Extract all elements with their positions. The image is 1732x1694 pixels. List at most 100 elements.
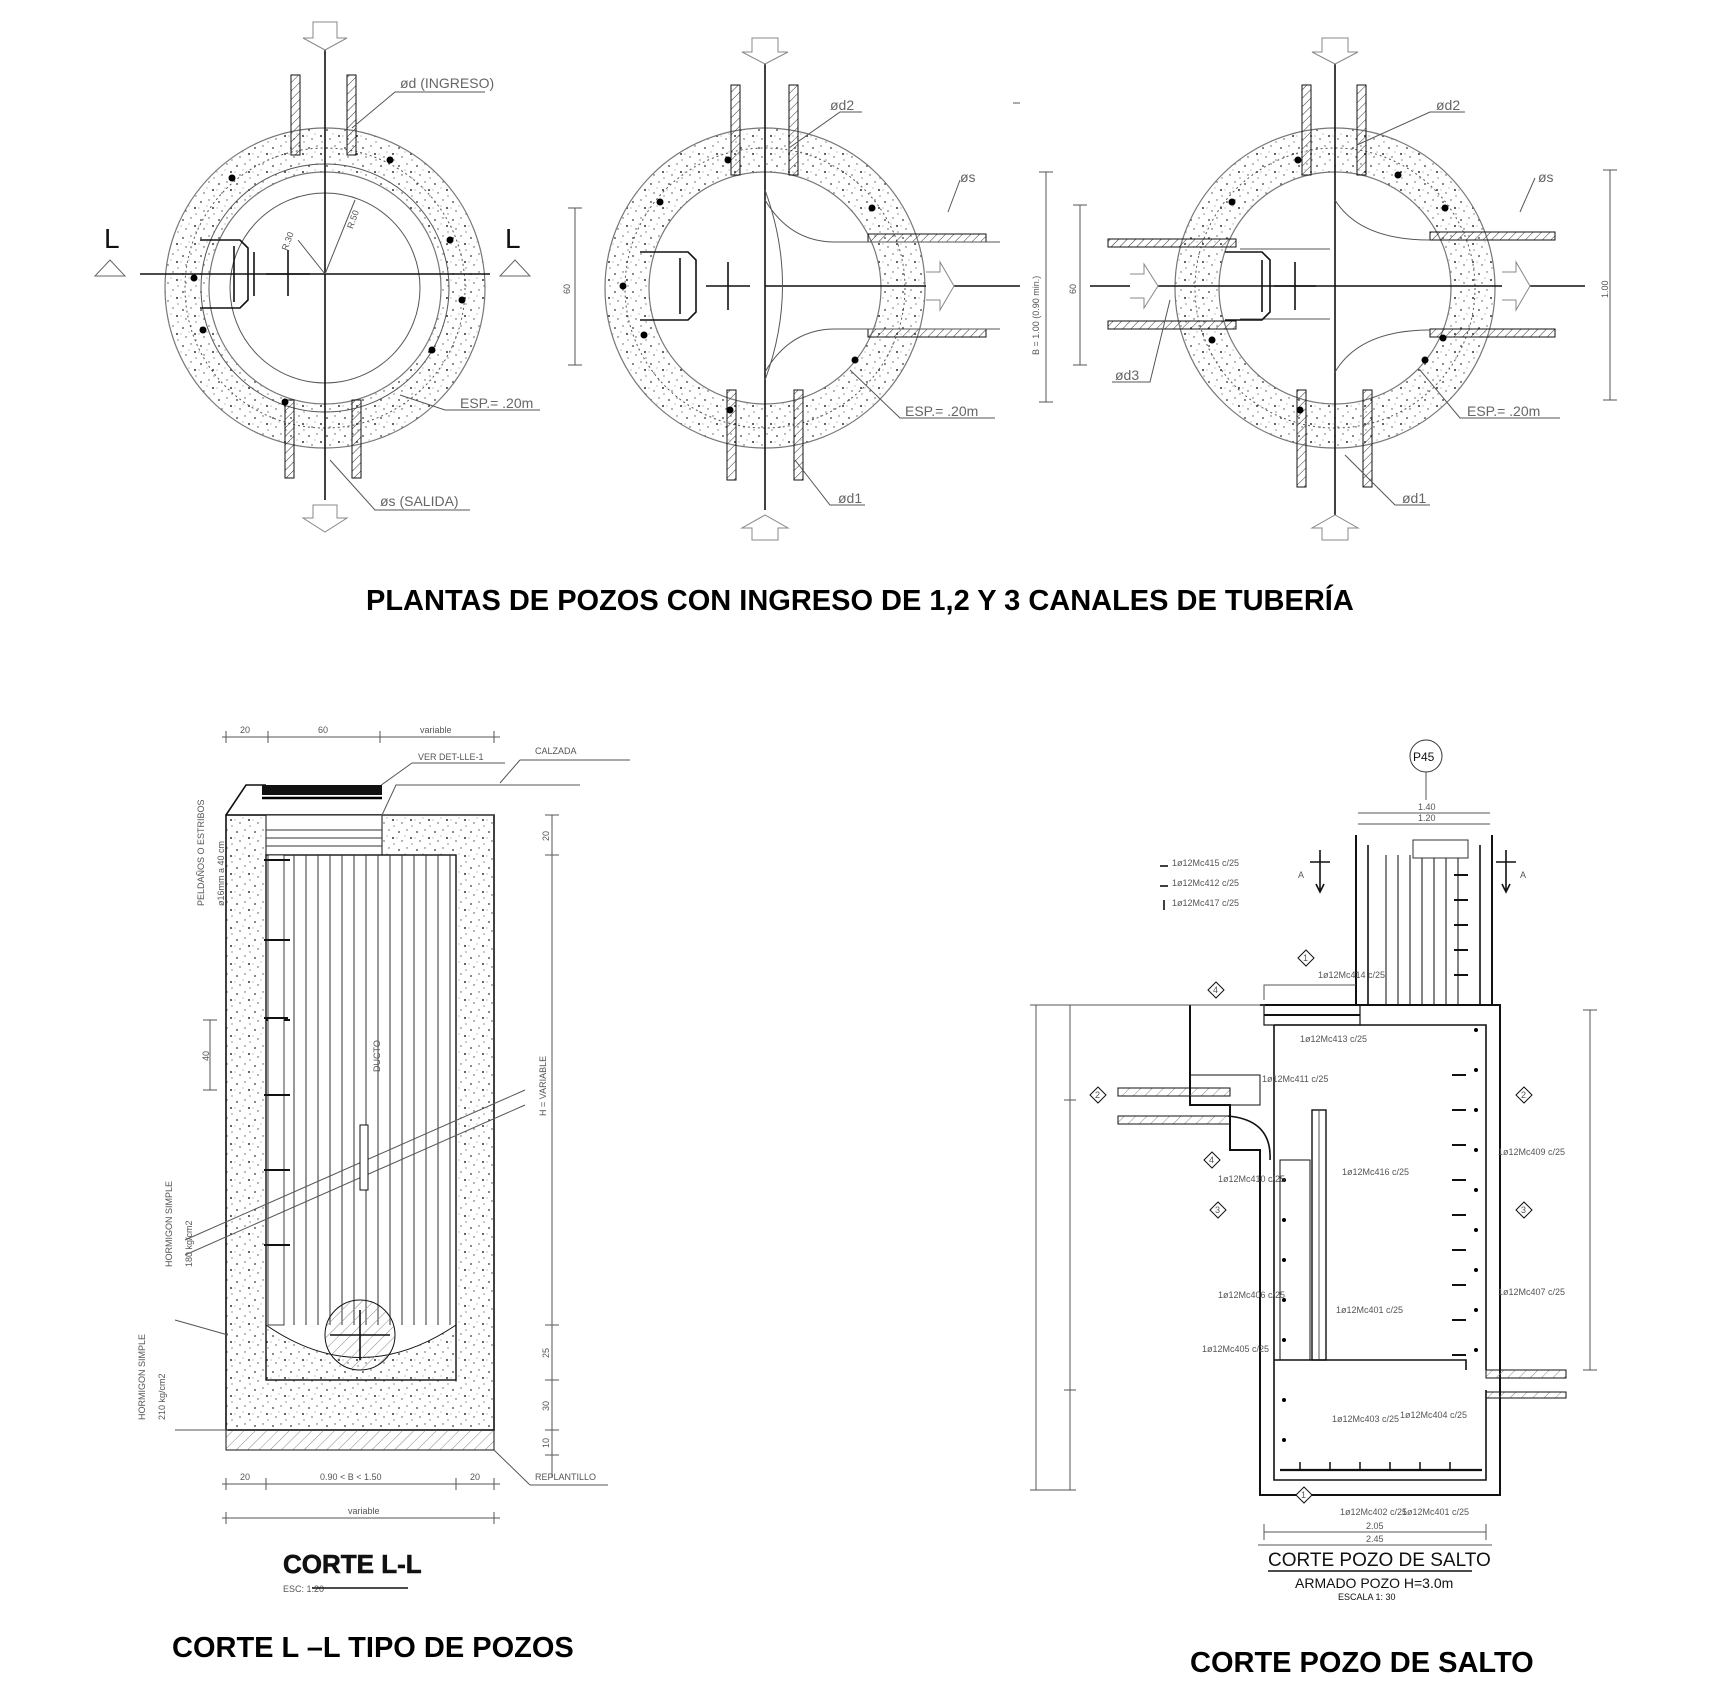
dim-bottom-3: 20 [470, 1472, 480, 1482]
caption-corte-pozo-salto: CORTE POZO DE SALTO [1190, 1647, 1534, 1679]
dim-top-salto-1: 1.40 [1418, 802, 1436, 812]
bar-407: 1ø12Mc407 c/25 [1498, 1287, 1565, 1297]
replantillo-layer [225, 1429, 495, 1451]
outlet-s-label-2: øs [960, 169, 976, 185]
tag-p45: P45 [1413, 750, 1435, 764]
dim-bottom-salto-2: 2.45 [1366, 1534, 1384, 1544]
callouts: 1 4 2 4 3 2 3 1 [1089, 949, 1533, 1504]
dim-right-2: 25 [541, 1348, 551, 1358]
callout-4-mid: 4 [1209, 1155, 1214, 1165]
callout-4-top: 4 [1213, 985, 1218, 995]
section-mark-right-label: L [505, 223, 521, 254]
inlet-d2-label-3: ød2 [1436, 97, 1460, 113]
outlet-label-1: øs (SALIDA) [380, 493, 459, 509]
dim-top-1: 20 [240, 725, 250, 735]
bar-406: 1ø12Mc406 c/25 [1218, 1290, 1285, 1300]
salto-title: CORTE POZO DE SALTO [1268, 1550, 1491, 1571]
dim-right-4: 10 [541, 1438, 551, 1448]
salto-scale: ESCALA 1: 30 [1338, 1592, 1396, 1602]
callout-1-bottom: 1 [1301, 1490, 1306, 1500]
peldanos-spec: ø16mm a 40 cm [216, 841, 226, 906]
legend-2: 1ø12Mc412 c/25 [1172, 878, 1239, 888]
inlet-pipe-wall-left [290, 74, 301, 156]
outlet-pipe-2-bottom [867, 328, 987, 338]
inlet-label-1: ød (INGRESO) [400, 75, 494, 91]
corte-salto-section: P45 1.40 1.20 A A 1ø12Mc415 c/25 1ø12Mc4… [1030, 739, 1597, 1602]
section-marker-left [93, 259, 127, 277]
thickness-label-1: ESP.= .20m [460, 395, 533, 411]
plan-view-2: 60 B = 1.00 (0.90 min.) ød2 øs ESP.= .20… [562, 37, 1053, 541]
bar-401a: 1ø12Mc401 c/25 [1336, 1305, 1403, 1315]
dim-bottom-2: 0.90 < B < 1.50 [320, 1472, 382, 1482]
callout-3-right: 3 [1521, 1205, 1526, 1215]
ducto-label: DUCTO [372, 1040, 382, 1072]
bar-410: 1ø12Mc410 c/25 [1218, 1174, 1285, 1184]
section-a-right: A [1520, 870, 1526, 880]
salto-subtitle: ARMADO POZO H=3.0m [1295, 1575, 1453, 1591]
ver-detalle-label: VER DET-LLE-1 [418, 752, 484, 762]
thickness-label-3: ESP.= .20m [1467, 403, 1540, 419]
dim-inner-3: 60 [1068, 284, 1078, 294]
corte-ll-title: CORTE L-L [283, 1549, 422, 1579]
flow-arrow-in-1 [302, 21, 348, 51]
thickness-label-2: ESP.= .20m [905, 403, 978, 419]
outlet-pipe-2-top [867, 233, 987, 243]
corte-ll-scale: ESC: 1:20 [283, 1584, 324, 1594]
legend-3: 1ø12Mc417 c/25 [1172, 898, 1239, 908]
outlet-s-label-3: øs [1538, 169, 1554, 185]
dim-right-3: 30 [541, 1401, 551, 1411]
callout-3-left: 3 [1215, 1205, 1220, 1215]
bar-413: 1ø12Mc413 c/25 [1300, 1034, 1367, 1044]
caption-plantas: PLANTAS DE POZOS CON INGRESO DE 1,2 Y 3 … [366, 585, 1354, 617]
bar-403: 1ø12Mc403 c/25 [1332, 1414, 1399, 1424]
hormigon-1-label: HORMIGON SIMPLE [164, 1181, 174, 1267]
hormigon-2-spec: 210 kg/cm2 [157, 1373, 167, 1420]
dim-bottom-salto-1: 2.05 [1366, 1521, 1384, 1531]
h-variable: H = VARIABLE [538, 1056, 548, 1116]
rebar-dots-1 [190, 156, 466, 406]
outlet-pipe-wall-left [284, 399, 295, 479]
bar-401b: 1ø12Mc401 c/25 [1402, 1507, 1469, 1517]
section-mark-left-label: L [104, 223, 120, 254]
caption-corte-ll-tipo: CORTE L –L TIPO DE POZOS [172, 1632, 574, 1664]
inlet-d1-label-2: ød1 [838, 490, 862, 506]
dim-bottom-1: 20 [240, 1472, 250, 1482]
dim-inner-2: 60 [562, 284, 572, 294]
bar-405: 1ø12Mc405 c/25 [1202, 1344, 1269, 1354]
dim-outer-3: 1.00 [1600, 280, 1610, 298]
section-marker-right [498, 259, 532, 277]
flow-arrow-out-1 [301, 504, 349, 533]
bar-409: 1ø12Mc409 c/25 [1498, 1147, 1565, 1157]
manhole-cover [262, 785, 382, 795]
bar-labels: 1ø12Mc414 c/25 1ø12Mc413 c/25 1ø12Mc411 … [1202, 970, 1565, 1517]
plan-view-1: R.30 R.50 L L ød (INGRESO) ESP.= .20m øs… [93, 21, 540, 533]
hormigon-1-spec: 180 kg/cm2 [184, 1220, 194, 1267]
plan-view-3: 60 1.00 ød2 øs ESP.= .20m ød1 ød3 [1068, 37, 1617, 541]
dim-right-1: 20 [541, 831, 551, 841]
peldanos-label: PELDAÑOS O ESTRIBOS [196, 799, 206, 906]
inlet-d1-label-3: ød1 [1402, 490, 1426, 506]
dim-top-3: variable [420, 725, 452, 735]
replantillo-label: REPLANTILLO [535, 1472, 596, 1482]
dim-outer-2: B = 1.00 (0.90 min.) [1031, 276, 1041, 355]
bar-402: 1ø12Mc402 c/25 [1340, 1507, 1407, 1517]
bar-414: 1ø12Mc414 c/25 [1318, 970, 1385, 980]
bar-416: 1ø12Mc416 c/25 [1342, 1167, 1409, 1177]
bar-411: 1ø12Mc411 c/25 [1262, 1074, 1328, 1084]
callout-1-top: 1 [1303, 953, 1308, 963]
dim-step: 40 [201, 1051, 211, 1061]
outlet-pipe-salto [1485, 1369, 1567, 1379]
rebar-legend: 1ø12Mc415 c/25 1ø12Mc412 c/25 1ø12Mc417 … [1160, 858, 1239, 910]
callout-2-left: 2 [1095, 1090, 1100, 1100]
callout-2-right: 2 [1521, 1090, 1526, 1100]
right-wall-rebar [1452, 1074, 1466, 1356]
inlet-pipe-wall-right [346, 74, 357, 156]
dim-top-2: 60 [318, 725, 328, 735]
inlet-d2-label-2: ød2 [830, 97, 854, 113]
outlet-pipe-wall-right [351, 399, 362, 479]
inlet-pipe-salto [1117, 1087, 1231, 1097]
hormigon-2-label: HORMIGON SIMPLE [137, 1334, 147, 1420]
dim-top-salto-2: 1.20 [1418, 813, 1436, 823]
legend-1: 1ø12Mc415 c/25 [1172, 858, 1239, 868]
